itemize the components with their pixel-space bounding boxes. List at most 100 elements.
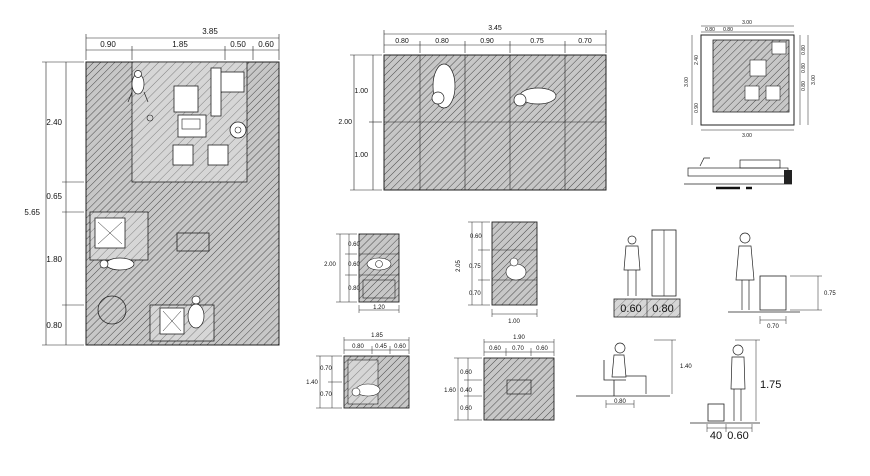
person-desk-side-view: [351, 383, 381, 397]
side-cabinet: [219, 71, 245, 93]
standing-woman-figure: [735, 232, 755, 310]
person-height-elevation: 1.75 40 0.60: [690, 339, 781, 442]
small-plan-top-part-1: 0.80: [705, 27, 715, 33]
keyboard: [181, 118, 201, 130]
person-seated-top-view: [366, 257, 392, 271]
reception-left-dimensions: [350, 54, 382, 191]
main-plan-height-part-3: 1.80: [46, 255, 62, 264]
desk-lamp-icon: [699, 157, 710, 167]
chair-elevation: [603, 360, 626, 396]
person-lounging-figure: [431, 63, 456, 109]
reception-plan: 3.45 0.80 0.80 0.90 0.75 0.70 2.00 1.00 …: [338, 25, 607, 191]
detail-c-width-part-2: 0.45: [375, 344, 387, 350]
detail-c-height-part-1: 0.70: [320, 366, 332, 372]
desk-elevation: [684, 157, 792, 190]
reception-top-dimensions: [383, 30, 607, 53]
person-elevation-part-2: 0.60: [727, 430, 748, 442]
small-plan-left-part-2: 0.90: [694, 103, 700, 113]
detail-b: 2.05 0.60 0.75 0.70 1.00: [456, 221, 538, 325]
office-small-plan: 3.00 0.80 0.80 3.00 3.00 2.40 0.90 3.00 …: [684, 20, 817, 139]
detail-c-width-total: 1.85: [371, 333, 383, 339]
small-plan-right-part-2: 0.80: [801, 63, 807, 73]
detail-d-table: [506, 379, 532, 395]
detail-c-width-part-1: 0.80: [352, 344, 364, 350]
detail-d-height-part-2: 0.40: [460, 388, 472, 394]
cabinet-elevation-part-1: 0.60: [620, 303, 641, 315]
person-elevation-height: 1.75: [760, 379, 781, 391]
main-plan-width-part-4: 0.60: [258, 40, 274, 49]
plant-icon: [146, 114, 154, 122]
small-plan-top-total: 3.00: [742, 20, 752, 26]
main-plan-height-part-2: 0.65: [46, 192, 62, 201]
office-chair: [173, 85, 199, 113]
detail-b-height-part-2: 0.75: [469, 264, 481, 270]
detail-d: 1.90 0.60 0.70 0.60 1.60 0.60 0.40 0.60: [444, 335, 555, 421]
small-desk: [749, 59, 767, 77]
main-plan-width-part-1: 0.90: [100, 40, 116, 49]
reception-height-total: 2.00: [338, 119, 352, 126]
reception-height-part-1: 1.00: [354, 88, 368, 95]
tower-elevation: [784, 170, 792, 184]
small-plan-bottom-total: 3.00: [742, 133, 752, 139]
desk: [177, 114, 207, 138]
seated-elevation-width: 0.80: [614, 399, 626, 405]
seated-person-figure: [611, 342, 647, 394]
detail-a-width: 1.20: [373, 305, 385, 311]
reception-width-part-5: 0.70: [578, 38, 592, 45]
box-elevation: [707, 403, 725, 422]
main-plan-width-part-2: 1.85: [172, 40, 188, 49]
coffee-table: [176, 232, 210, 252]
detail-d-width-part-3: 0.60: [536, 346, 548, 352]
seated-elevation: 1.40 0.80: [576, 339, 692, 408]
person-elevation-part-1: 40: [710, 430, 722, 442]
person-desk-top-view: [505, 257, 527, 281]
detail-d-height-total: 1.60: [444, 388, 456, 394]
small-plan-right-total: 3.00: [811, 75, 817, 85]
detail-c: 1.85 0.80 0.45 0.60 1.40 0.70 0.70: [306, 333, 410, 409]
standing-elevation-height: 0.75: [824, 291, 836, 297]
main-floor-plan: 3.85 0.90 1.85 0.50 0.60 5.65 2.40 0.65 …: [24, 27, 280, 346]
cabinet-elevation: 0.60 0.80: [613, 229, 681, 318]
detail-d-width-total: 1.90: [513, 335, 525, 341]
side-table: [210, 67, 222, 117]
detail-b-height-part-1: 0.60: [470, 234, 482, 240]
reception-width-total: 3.45: [488, 25, 502, 32]
small-plan-left-part-1: 2.40: [694, 55, 700, 65]
desk-elevation-top: [687, 167, 789, 177]
main-plan-width-part-3: 0.50: [230, 40, 246, 49]
reception-width-part-2: 0.80: [435, 38, 449, 45]
standing-elevation: 0.75 0.70: [728, 232, 836, 330]
small-plan-right-part-3: 0.80: [801, 81, 807, 91]
small-cabinet: [771, 41, 787, 55]
reception-height-part-2: 1.00: [354, 152, 368, 159]
detail-d-width-part-1: 0.60: [489, 346, 501, 352]
small-plan-left-total: 3.00: [684, 77, 690, 87]
detail-a-desk: [362, 279, 396, 299]
lamp-icon: [229, 121, 247, 139]
small-chair-1: [744, 85, 760, 101]
main-plan-height-part-4: 0.80: [46, 321, 62, 330]
guest-chair-right: [207, 144, 229, 166]
standing-man-figure: [730, 344, 746, 421]
cabinet-elevation-part-2: 0.80: [652, 303, 673, 315]
detail-a-height-part-1: 0.60: [348, 242, 360, 248]
detail-a-height-part-2: 0.60: [348, 262, 360, 268]
detail-b-height-part-3: 0.70: [469, 291, 481, 297]
person-sitting-figure: [99, 257, 135, 271]
main-plan-width-total: 3.85: [202, 27, 218, 36]
small-chair-2: [765, 85, 781, 101]
detail-c-width-part-3: 0.60: [394, 344, 406, 350]
person-walking-figure: [127, 70, 149, 103]
main-plan-height-total: 5.65: [24, 208, 40, 217]
detail-d-height-part-3: 0.60: [460, 406, 472, 412]
detail-b-height-total: 2.05: [456, 260, 462, 272]
detail-a-height-part-3: 0.80: [348, 286, 360, 292]
main-plan-height-part-1: 2.40: [46, 118, 62, 127]
person-reclining-figure: [513, 87, 557, 107]
detail-d-height-part-1: 0.60: [460, 370, 472, 376]
detail-c-height-part-2: 0.70: [320, 392, 332, 398]
reception-width-part-4: 0.75: [530, 38, 544, 45]
detail-c-height-total: 1.40: [306, 380, 318, 386]
reception-floor: [383, 54, 607, 191]
